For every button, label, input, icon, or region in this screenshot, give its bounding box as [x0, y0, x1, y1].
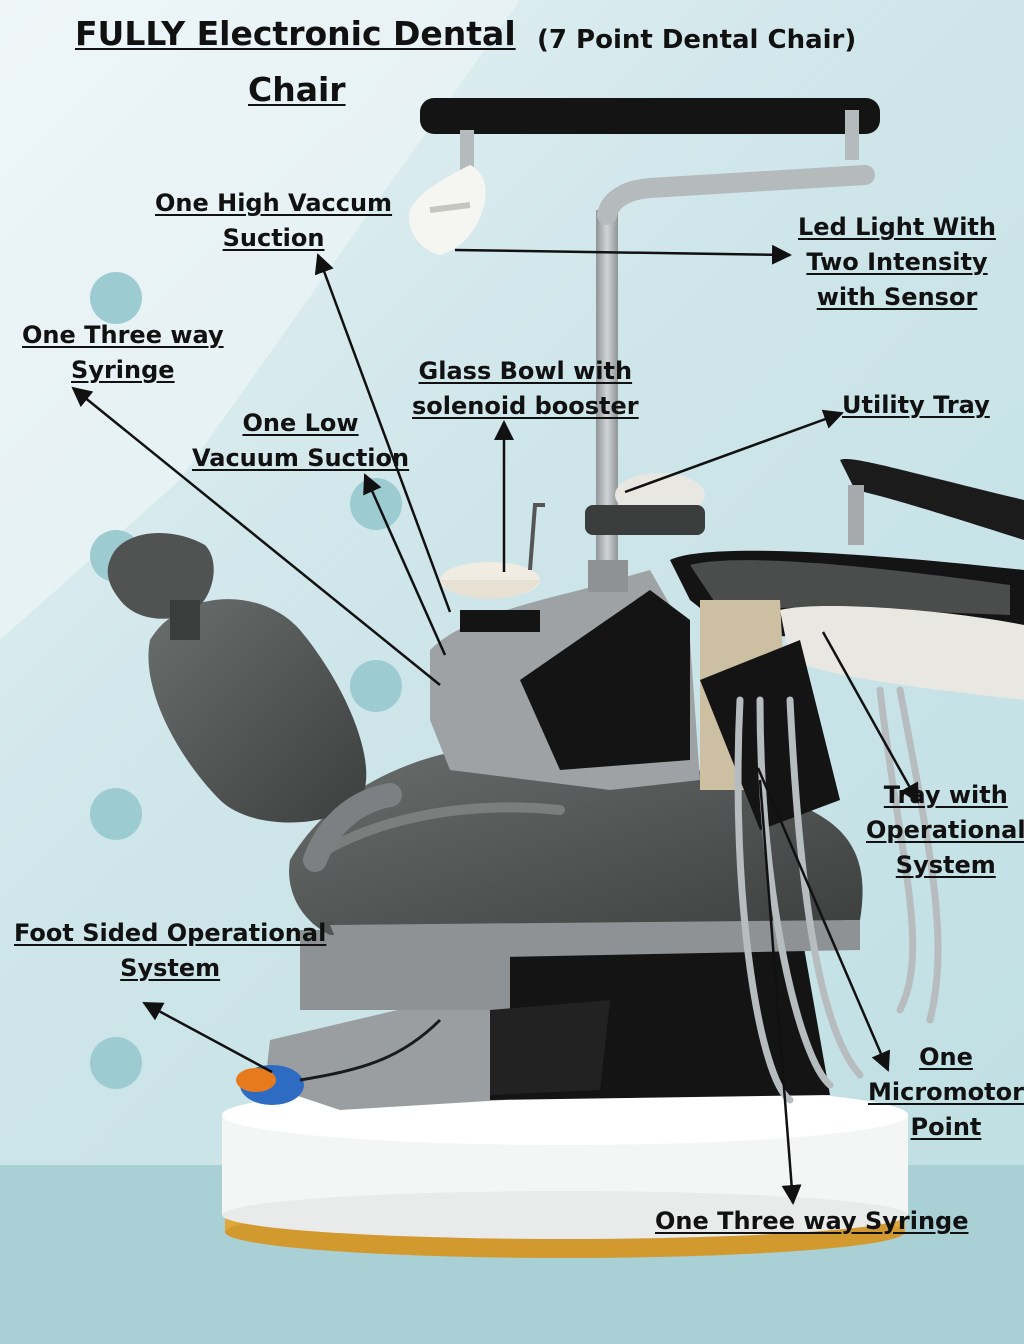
light-arm — [409, 98, 880, 592]
label-low-vacuum-line1: One Low — [242, 409, 359, 437]
label-led-light: Led Light With Two Intensity with Sensor — [798, 210, 996, 314]
label-micromotor: One Micromotor Point — [868, 1040, 1024, 1144]
label-utility-tray-line1: Utility Tray — [842, 391, 990, 419]
label-micromotor-line3: Point — [910, 1112, 982, 1141]
label-tray-op-line3: System — [895, 850, 996, 879]
label-syringe-bottom-line1: One Three way Syringe — [655, 1207, 969, 1235]
label-tray-op-line2: Operational — [866, 815, 1024, 844]
label-foot-line1: Foot Sided Operational — [14, 919, 327, 947]
label-tray-op-line1: Tray with — [883, 781, 1008, 809]
instrument-tray — [670, 459, 1024, 830]
annotation-arrows — [71, 244, 920, 1205]
label-glass-bowl: Glass Bowl with solenoid booster — [412, 354, 639, 424]
label-led-line3: with Sensor — [816, 282, 978, 311]
utility-tray-holder — [585, 473, 705, 535]
chair-backrest — [107, 533, 367, 823]
label-utility-tray: Utility Tray — [842, 388, 990, 423]
subtitle: (7 Point Dental Chair) — [537, 25, 857, 55]
title-line-1: FULLY Electronic Dental — [75, 14, 516, 53]
foot-control — [236, 1018, 442, 1105]
label-three-way-syringe-bottom: One Three way Syringe — [655, 1204, 969, 1239]
label-three-way-syringe-left: One Three way Syringe — [22, 318, 224, 388]
label-high-vaccum-suction: One High Vaccum Suction — [155, 186, 392, 256]
chair-side-unit — [430, 503, 700, 790]
label-syringe-left-line2: Syringe — [71, 355, 175, 384]
chair-base — [265, 925, 830, 1110]
label-tray-operational: Tray with Operational System — [866, 778, 1024, 882]
label-low-vacuum-line2: Vacuum Suction — [192, 443, 410, 472]
label-led-line2: Two Intensity — [806, 247, 988, 276]
label-micromotor-line2: Micromotor — [868, 1077, 1024, 1106]
label-glass-bowl-line2: solenoid booster — [412, 391, 639, 420]
label-low-vacuum-suction: One Low Vacuum Suction — [192, 406, 409, 476]
label-high-vaccum-line1: One High Vaccum — [155, 189, 393, 217]
title-line-2: Chair — [248, 70, 346, 109]
label-high-vaccum-line2: Suction — [222, 223, 325, 252]
label-led-line1: Led Light With — [798, 213, 996, 241]
label-micromotor-line1: One — [919, 1043, 973, 1071]
label-foot-operational: Foot Sided Operational System — [14, 916, 326, 986]
label-glass-bowl-line1: Glass Bowl with — [418, 357, 633, 385]
label-syringe-left-line1: One Three way — [22, 321, 224, 349]
label-foot-line2: System — [120, 953, 221, 982]
